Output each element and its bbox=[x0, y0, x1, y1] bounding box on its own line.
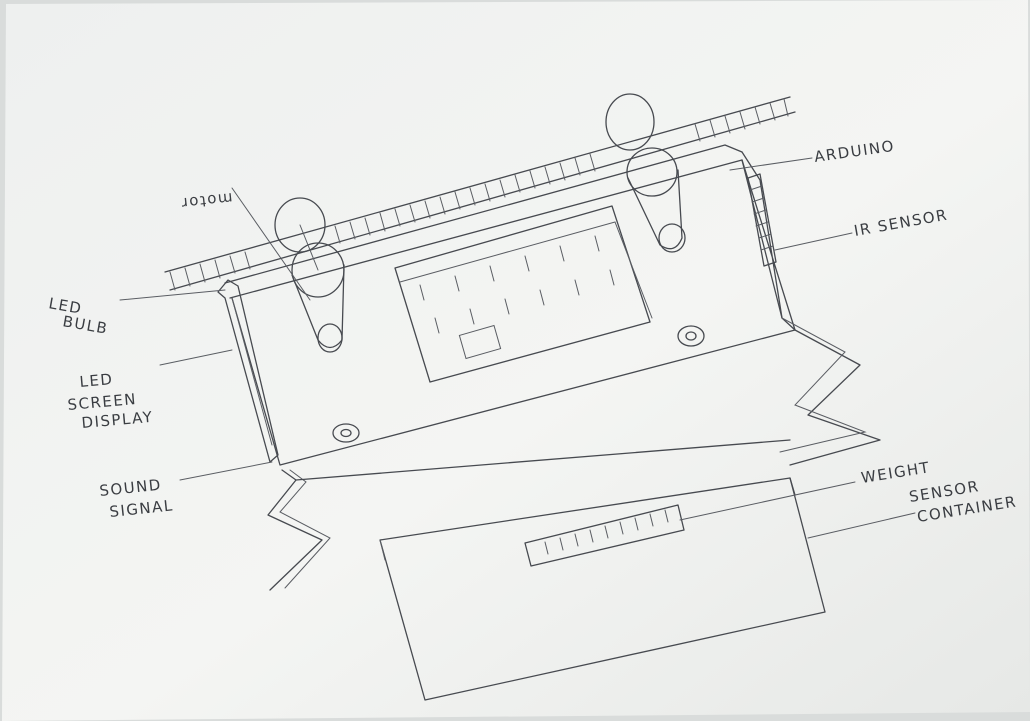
label-led-screen-line1: LED bbox=[79, 370, 114, 391]
